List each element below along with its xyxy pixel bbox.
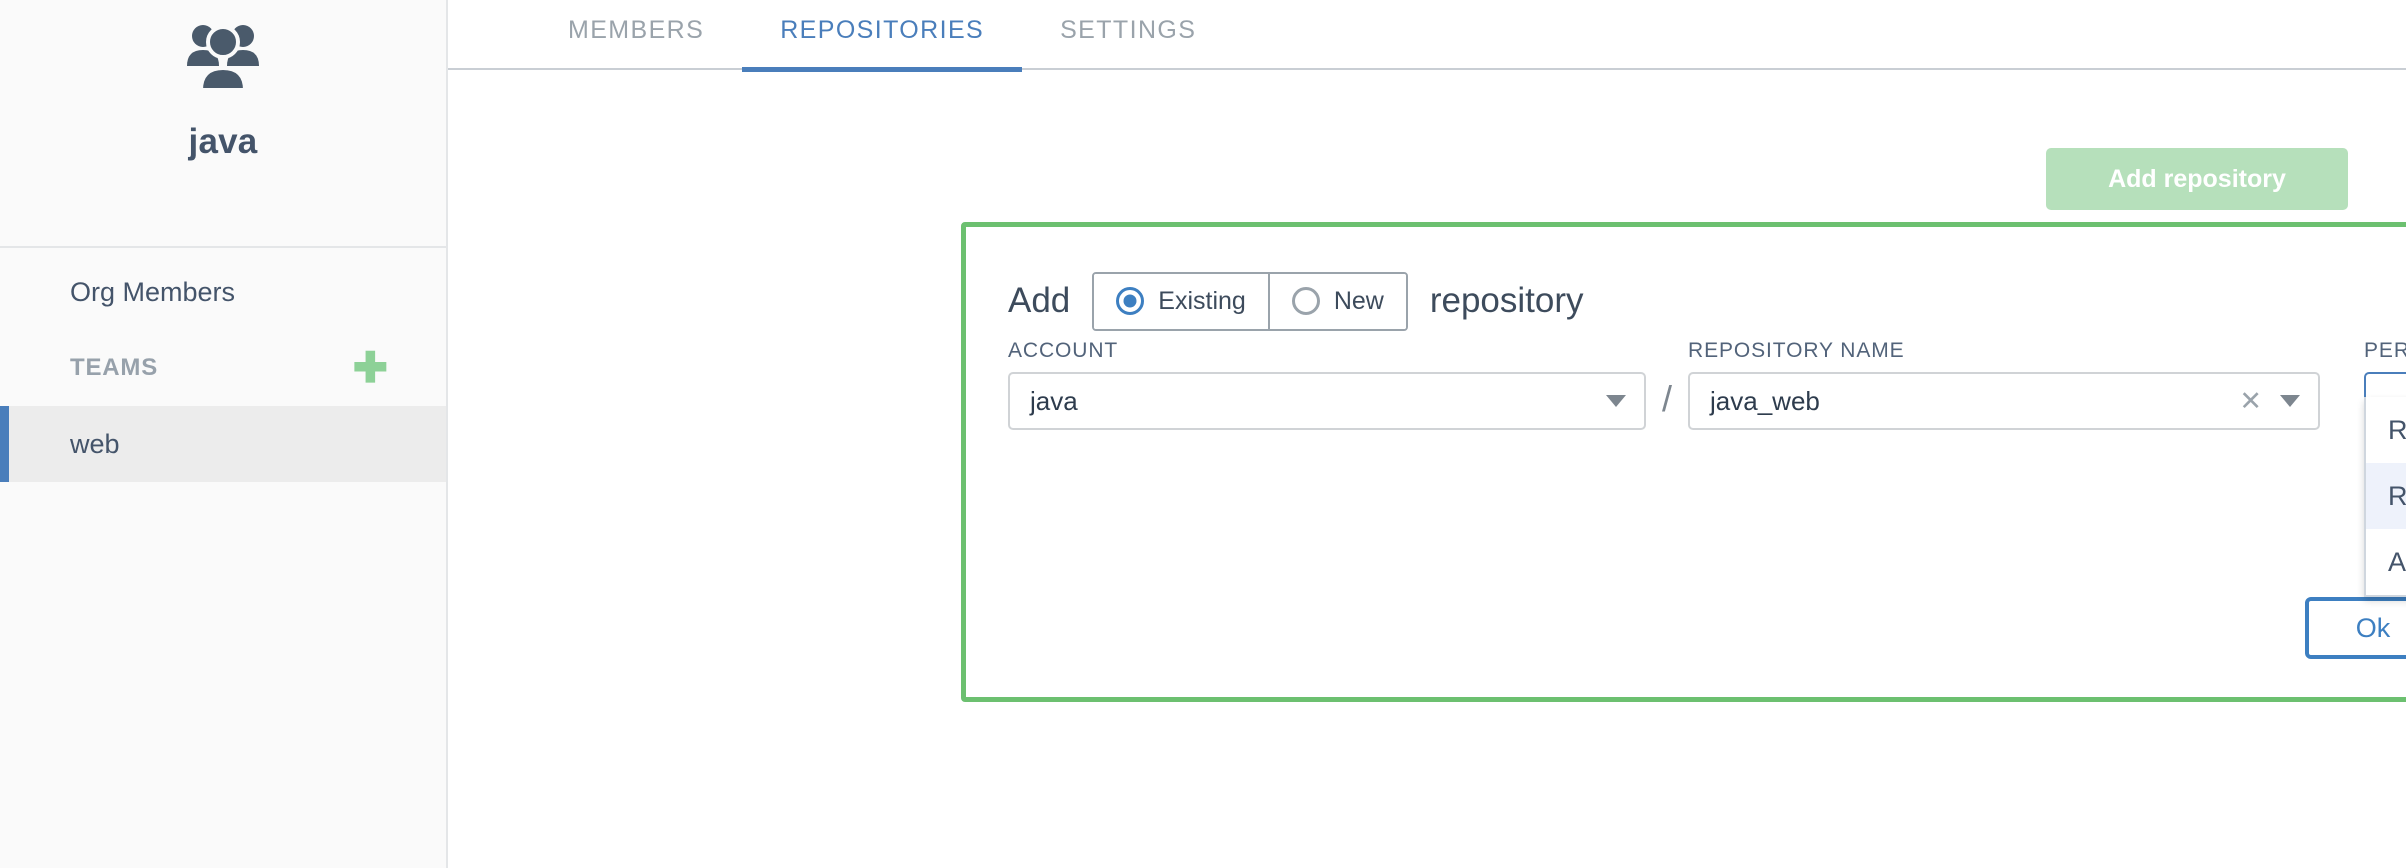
account-value: java — [1030, 385, 1078, 416]
account-select[interactable]: java — [1008, 372, 1646, 430]
permissions-option-read-only[interactable]: Read-only — [2366, 397, 2406, 463]
chevron-down-icon — [2280, 395, 2301, 407]
sidebar-item-label: web — [70, 428, 120, 459]
permissions-dropdown: Read-only Read-write Admin — [2364, 397, 2406, 597]
org-name: java — [188, 122, 258, 161]
radio-selected-icon — [1116, 287, 1145, 315]
main-content: MEMBERS REPOSITORIES SETTINGS Add reposi… — [448, 0, 2406, 868]
account-label: ACCOUNT — [1008, 339, 1119, 362]
option-label: Admin — [2388, 546, 2406, 577]
repository-name-label: REPOSITORY NAME — [1688, 339, 1905, 362]
org-header: java — [0, 0, 446, 248]
tab-label: SETTINGS — [1060, 16, 1197, 44]
tab-members[interactable]: MEMBERS — [530, 0, 742, 70]
account-field: ACCOUNT java — [1008, 339, 1646, 430]
option-label: Read-only — [2388, 414, 2406, 445]
repository-name-select[interactable]: java_web ✕ — [1688, 372, 2321, 430]
sidebar: java Org Members TEAMS ✚ web — [0, 0, 448, 868]
panel-fields-row: ACCOUNT java / REPOSITORY NAME java_web … — [966, 339, 2406, 597]
add-repository-button[interactable]: Add repository — [2046, 148, 2348, 210]
tab-settings[interactable]: SETTINGS — [1022, 0, 1234, 70]
tab-label: REPOSITORIES — [780, 16, 985, 44]
panel-title-row: Add Existing New repository — [966, 227, 2406, 337]
radio-label: New — [1333, 286, 1384, 315]
panel-title-suffix: repository — [1429, 281, 1584, 320]
permissions-field: PERMISSIONS Read-only Read-write — [2364, 339, 2406, 597]
sidebar-item-org-members[interactable]: Org Members — [0, 254, 446, 330]
radio-label: Existing — [1158, 286, 1246, 315]
plus-icon[interactable]: ✚ — [352, 344, 388, 391]
radio-option-new[interactable]: New — [1267, 273, 1406, 329]
permissions-label: PERMISSIONS — [2364, 339, 2406, 362]
sidebar-item-web[interactable]: web — [0, 406, 446, 482]
tab-bar: MEMBERS REPOSITORIES SETTINGS — [448, 0, 2406, 72]
repository-mode-toggle[interactable]: Existing New — [1092, 271, 1408, 331]
sidebar-section-label: TEAMS — [70, 354, 158, 381]
permissions-option-read-write[interactable]: Read-write — [2366, 463, 2406, 529]
sidebar-item-label: Org Members — [70, 276, 236, 307]
tab-repositories[interactable]: REPOSITORIES — [742, 0, 1023, 72]
sidebar-nav: Org Members TEAMS ✚ web — [0, 248, 446, 482]
path-separator: / — [1662, 378, 1673, 419]
confirm-button[interactable]: Ok — [2305, 597, 2406, 659]
radio-option-existing[interactable]: Existing — [1094, 273, 1268, 329]
sidebar-section-teams: TEAMS ✚ — [0, 330, 446, 406]
option-label: Read-write — [2388, 480, 2406, 511]
close-icon[interactable]: ✕ — [2239, 385, 2263, 416]
tab-label: MEMBERS — [568, 16, 705, 44]
chevron-down-icon — [1606, 395, 1626, 407]
repository-name-field: REPOSITORY NAME java_web ✕ — [1688, 339, 2321, 430]
permissions-option-admin[interactable]: Admin — [2366, 529, 2406, 595]
repository-name-value: java_web — [1710, 385, 1820, 416]
add-repository-panel: Add Existing New repository ACCOUN — [961, 222, 2406, 702]
group-people-icon — [175, 22, 271, 92]
panel-title-prefix: Add — [1008, 281, 1071, 320]
radio-unselected-icon — [1291, 287, 1320, 315]
